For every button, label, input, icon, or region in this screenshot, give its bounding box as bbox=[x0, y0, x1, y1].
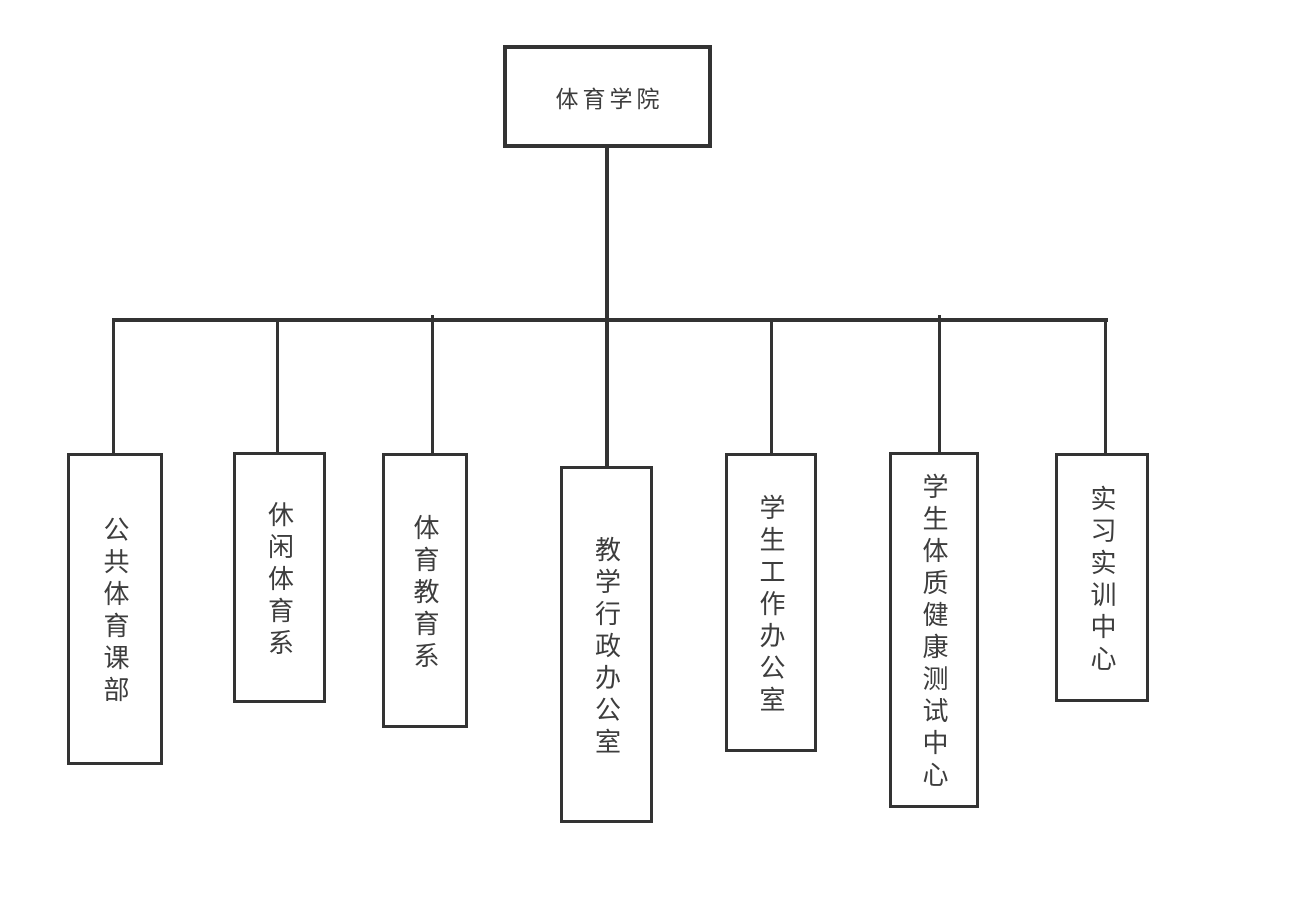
connector-drop-2 bbox=[276, 318, 279, 453]
connector-horizontal-bus bbox=[112, 318, 1108, 322]
connector-drop-5 bbox=[770, 318, 773, 454]
node-internship-training-center-label: 实习实训中心 bbox=[1087, 484, 1117, 677]
node-internship-training-center: 实习实训中心 bbox=[1055, 453, 1149, 702]
node-pe-education-dept: 体育教育系 bbox=[382, 453, 468, 728]
node-student-affairs-office-label: 学生工作办公室 bbox=[756, 493, 786, 718]
connector-drop-1 bbox=[112, 318, 115, 454]
node-public-pe-course-dept-label: 公共体育课部 bbox=[100, 516, 130, 708]
connector-drop-6 bbox=[938, 315, 941, 453]
node-leisure-sports-dept-label: 休闲体育系 bbox=[264, 500, 295, 661]
node-sports-college-label: 体育学院 bbox=[555, 85, 664, 112]
connector-trunk bbox=[605, 147, 609, 466]
node-pe-education-dept-label: 体育教育系 bbox=[410, 513, 440, 674]
node-leisure-sports-dept: 休闲体育系 bbox=[233, 452, 326, 703]
node-student-fitness-test-center: 学生体质健康测试中心 bbox=[889, 452, 979, 808]
connector-drop-3 bbox=[431, 315, 434, 454]
connector-drop-7 bbox=[1104, 318, 1107, 454]
node-teaching-admin-office-label: 教学行政办公室 bbox=[591, 535, 622, 760]
node-student-affairs-office: 学生工作办公室 bbox=[725, 453, 817, 752]
node-public-pe-course-dept: 公共体育课部 bbox=[67, 453, 163, 765]
node-student-fitness-test-center-label: 学生体质健康测试中心 bbox=[919, 473, 949, 793]
node-teaching-admin-office: 教学行政办公室 bbox=[560, 466, 653, 823]
node-sports-college: 体育学院 bbox=[503, 45, 712, 148]
